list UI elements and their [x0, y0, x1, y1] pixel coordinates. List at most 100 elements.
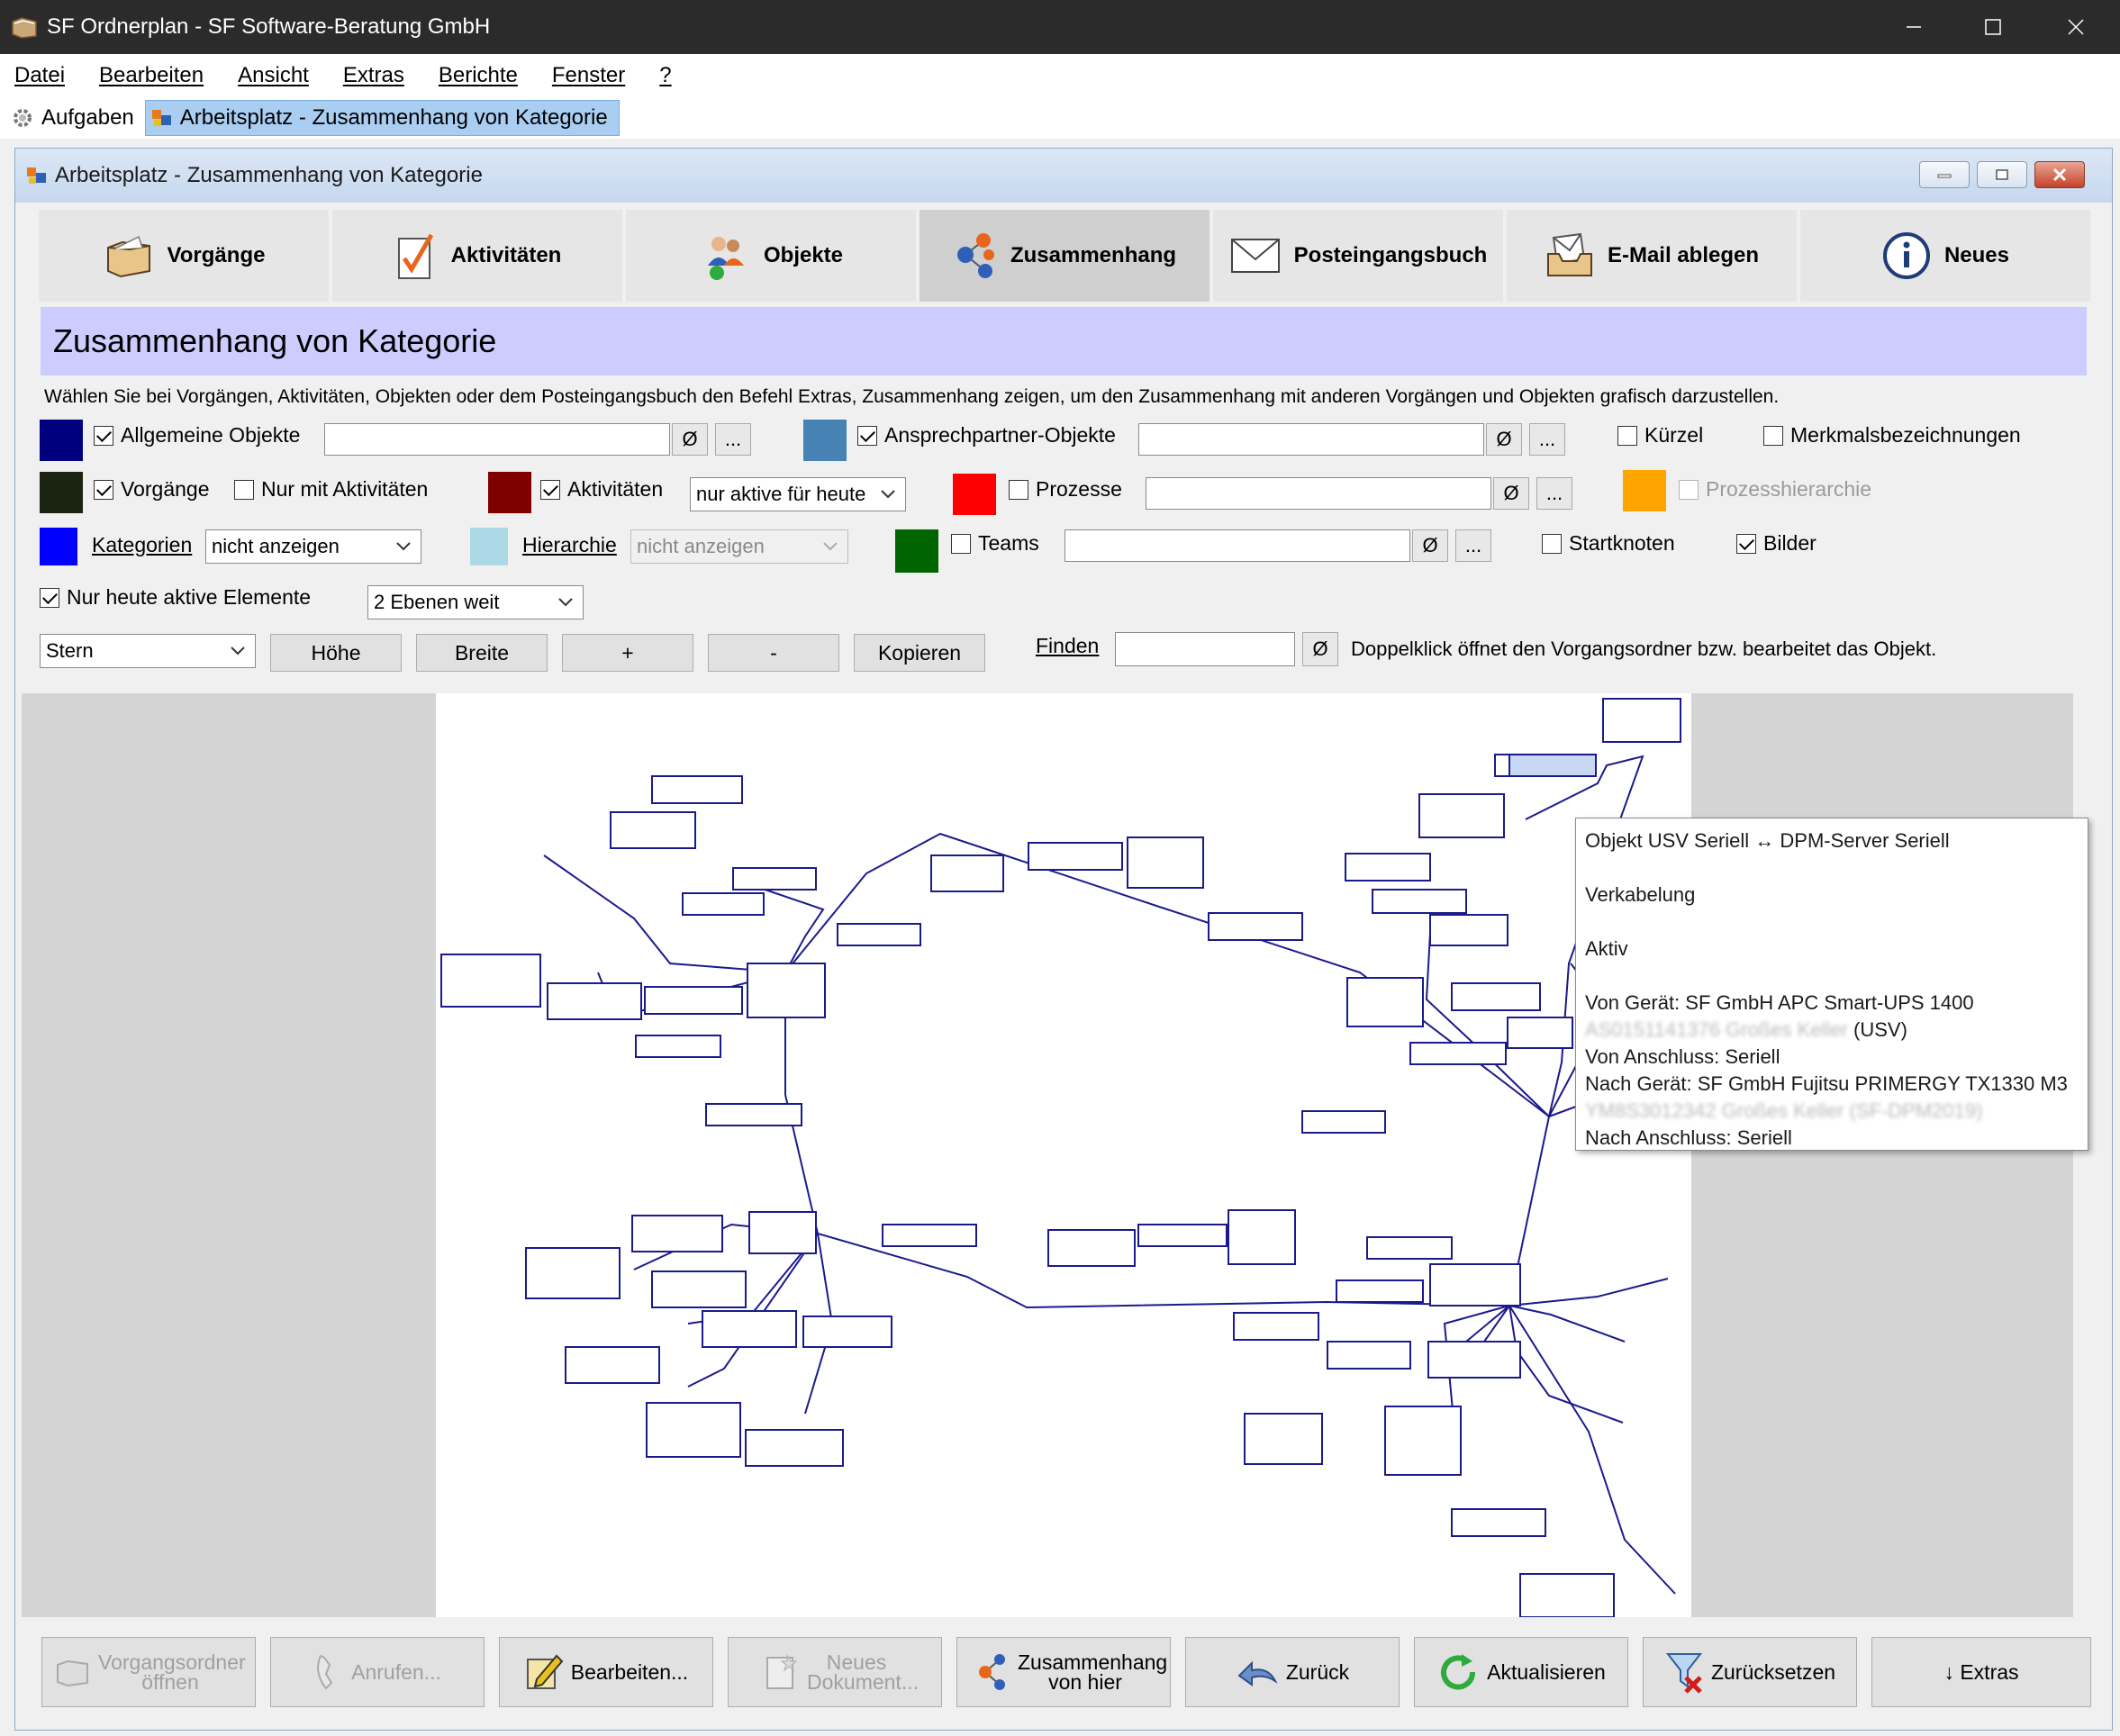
ansprechpartner-more-button[interactable]: ...: [1529, 423, 1565, 456]
ansprechpartner-clear-button[interactable]: Ø: [1486, 423, 1522, 456]
zuruecksetzen-button[interactable]: Zurücksetzen: [1643, 1637, 1857, 1707]
tab-objekte[interactable]: Objekte: [626, 210, 916, 302]
window-title: SF Ordnerplan - SF Software-Beratung Gmb…: [47, 14, 491, 39]
anrufen-button[interactable]: Anrufen...: [270, 1637, 485, 1707]
tab-zusammenhang[interactable]: Zusammenhang: [920, 210, 1209, 302]
vorgangsordner-oeffnen-button[interactable]: Vorgangsordner öffnen: [41, 1637, 256, 1707]
bearbeiten-label: Bearbeiten...: [570, 1660, 689, 1684]
allgemeine-objekte-color[interactable]: [40, 420, 83, 461]
prozesse-checkbox[interactable]: Prozesse: [1009, 477, 1122, 502]
kopieren-button[interactable]: Kopieren: [854, 634, 985, 672]
zurueck-button[interactable]: Zurück: [1185, 1637, 1400, 1707]
close-button[interactable]: [2034, 0, 2118, 54]
zoom-in-button[interactable]: +: [562, 634, 693, 672]
zoom-out-button[interactable]: -: [708, 634, 839, 672]
prozesshierarchie-color[interactable]: [1623, 470, 1666, 511]
teams-checkbox[interactable]: Teams: [951, 531, 1039, 556]
new-document-icon: [766, 1654, 798, 1689]
aktivitaeten-color[interactable]: [488, 472, 531, 513]
mdi-minimize-button[interactable]: [1919, 161, 1970, 188]
kategorien-select[interactable]: nicht anzeigen: [205, 529, 421, 564]
finden-clear-button[interactable]: Ø: [1302, 632, 1338, 666]
kategorien-color[interactable]: [40, 528, 77, 565]
zusammenhang-von-hier-button[interactable]: Zusammenhang von hier: [956, 1637, 1171, 1707]
envelope-icon: [1230, 239, 1280, 273]
prozesse-more-button[interactable]: ...: [1536, 477, 1572, 510]
checkbox-box: [40, 587, 59, 608]
hoehe-button[interactable]: Höhe: [270, 634, 402, 672]
checkbox-box: [857, 425, 877, 446]
mail-tray-icon: [1546, 232, 1592, 276]
menu-ansicht[interactable]: Ansicht: [238, 63, 309, 87]
teams-color[interactable]: [895, 529, 938, 573]
tab-posteingangsbuch[interactable]: Posteingangsbuch: [1213, 210, 1503, 302]
menu-berichte[interactable]: Berichte: [438, 63, 518, 87]
layout-select-value: Stern: [46, 639, 94, 662]
tooltip-type: Verkabelung: [1585, 883, 1696, 906]
nur-mit-aktivitaeten-checkbox[interactable]: Nur mit Aktivitäten: [234, 477, 428, 502]
extras-button[interactable]: ↓ Extras: [1871, 1637, 2091, 1707]
tab-email-ablegen[interactable]: E-Mail ablegen: [1507, 210, 1797, 302]
tab-posteingangsbuch-label: Posteingangsbuch: [1293, 243, 1488, 267]
allgemeine-objekte-checkbox[interactable]: Allgemeine Objekte: [94, 423, 300, 448]
bearbeiten-button[interactable]: Bearbeiten...: [499, 1637, 713, 1707]
menu-help[interactable]: ?: [659, 63, 672, 87]
kuerzel-checkbox[interactable]: Kürzel: [1617, 423, 1703, 448]
vorgaenge-checkbox[interactable]: Vorgänge: [94, 477, 209, 502]
neues-dokument-button[interactable]: Neues Dokument...: [728, 1637, 942, 1707]
tab-vorgaenge[interactable]: Vorgänge: [39, 210, 329, 302]
menu-datei[interactable]: Datei: [14, 63, 66, 87]
ansprechpartner-color[interactable]: [803, 420, 847, 461]
aktivitaeten-filter-select[interactable]: nur aktive für heute: [690, 477, 906, 511]
ansprechpartner-objekte-checkbox[interactable]: Ansprechpartner-Objekte: [857, 423, 1116, 448]
finden-label: Finden: [1036, 634, 1100, 657]
workspace-tab[interactable]: Arbeitsplatz - Zusammenhang von Kategori…: [144, 100, 620, 136]
tab-neues-label: Neues: [1943, 243, 2010, 267]
nur-heute-aktiv-checkbox[interactable]: Nur heute aktive Elemente: [40, 585, 311, 610]
tab-aktivitaeten[interactable]: Aktivitäten: [332, 210, 622, 302]
layout-select[interactable]: Stern: [40, 634, 256, 668]
prozesshierarchie-checkbox[interactable]: Prozesshierarchie: [1679, 477, 1871, 502]
allgemeine-objekte-filter-input[interactable]: [324, 423, 670, 456]
finden-input[interactable]: [1115, 632, 1295, 666]
teams-clear-button[interactable]: Ø: [1412, 529, 1448, 562]
aktivitaeten-checkbox[interactable]: Aktivitäten: [540, 477, 663, 502]
zusammenhang-von-hier-label: Zusammenhang von hier: [1018, 1650, 1168, 1694]
prozesse-clear-button[interactable]: Ø: [1493, 477, 1529, 510]
mdi-close-button[interactable]: [2034, 161, 2085, 188]
graph-tooltip: Objekt USV Seriell ↔ DPM-Server Seriell …: [1575, 818, 2088, 1151]
mdi-restore-button[interactable]: [1977, 161, 2027, 188]
graph-canvas[interactable]: [436, 693, 1691, 1617]
hierarchie-color[interactable]: [470, 528, 508, 565]
menu-bearbeiten[interactable]: Bearbeiten: [99, 63, 204, 87]
vorgaenge-color[interactable]: [40, 472, 83, 513]
allgemeine-objekte-clear-button[interactable]: Ø: [672, 423, 708, 456]
ansprechpartner-filter-input[interactable]: [1138, 423, 1484, 456]
tab-neues[interactable]: Neues: [1800, 210, 2090, 302]
checkbox-box: [540, 479, 560, 500]
allgemeine-objekte-more-button[interactable]: ...: [715, 423, 751, 456]
startknoten-checkbox[interactable]: Startknoten: [1542, 531, 1675, 556]
ebenen-select[interactable]: 2 Ebenen weit: [367, 585, 584, 619]
selected-graph-edge-label[interactable]: [1508, 754, 1597, 777]
menu-extras[interactable]: Extras: [342, 63, 404, 87]
prozesse-color[interactable]: [953, 474, 996, 515]
maximize-button[interactable]: [1951, 0, 2035, 54]
tasks-tab[interactable]: Aufgaben: [5, 100, 145, 136]
tooltip-spacer: [1585, 854, 2079, 882]
relationship-graph[interactable]: Objekt USV Seriell ↔ DPM-Server Seriell …: [436, 693, 2088, 1617]
merkmalsbezeichnungen-checkbox[interactable]: Merkmalsbezeichnungen: [1763, 423, 2021, 448]
teams-more-button[interactable]: ...: [1455, 529, 1491, 562]
minimize-button[interactable]: [1871, 0, 1956, 54]
chevron-down-icon: [231, 646, 245, 656]
checkbox-box: [94, 425, 113, 446]
teams-filter-input[interactable]: [1065, 529, 1410, 562]
page-title: Zusammenhang von Kategorie: [41, 307, 2087, 375]
prozesse-filter-input[interactable]: [1146, 477, 1491, 510]
menu-fenster[interactable]: Fenster: [551, 63, 626, 87]
breite-button[interactable]: Breite: [416, 634, 548, 672]
aktualisieren-button[interactable]: Aktualisieren: [1414, 1637, 1628, 1707]
bilder-checkbox[interactable]: Bilder: [1736, 531, 1816, 556]
folder-icon: [106, 235, 150, 278]
hierarchie-select[interactable]: nicht anzeigen: [630, 529, 848, 564]
